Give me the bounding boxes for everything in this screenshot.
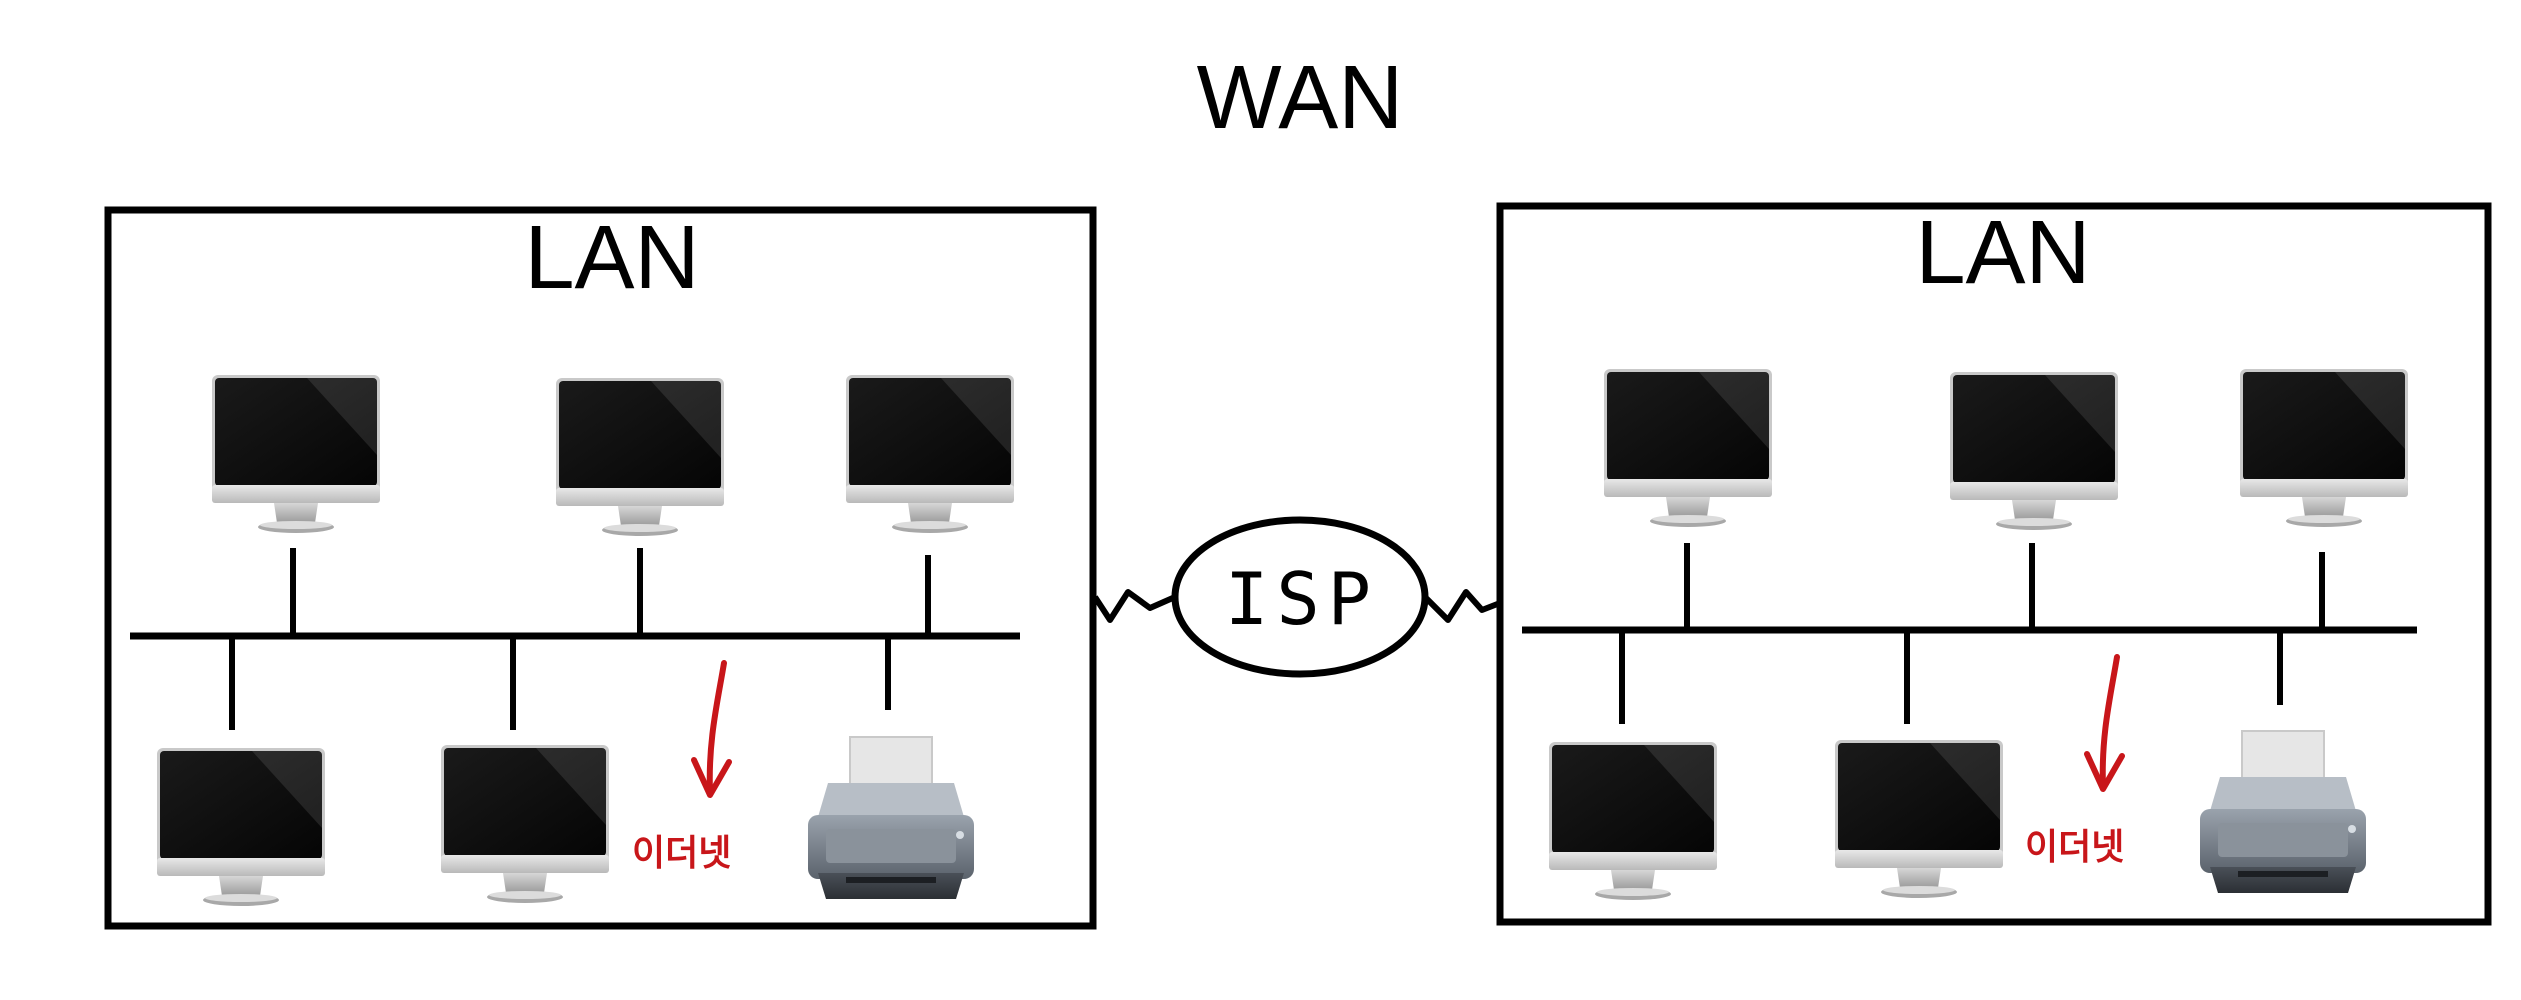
monitor-icon (556, 378, 724, 536)
lan-left: LAN 이더넷 (104, 206, 1097, 930)
wan-link-right (1422, 589, 1502, 623)
ethernet-label: 이더넷 (632, 833, 731, 874)
ethernet-arrowhead-icon (691, 757, 732, 798)
monitor-icon (1950, 372, 2118, 530)
monitor-icon (212, 375, 380, 533)
lan-right-boundary (1496, 202, 2492, 926)
monitor-icon (1549, 742, 1717, 900)
lan-right: LAN 이더넷 (1496, 202, 2492, 926)
isp-label: ISP (1225, 557, 1379, 641)
lan-right-title: LAN (1915, 203, 2090, 303)
monitor-icon (157, 748, 325, 906)
wan-link-left (1092, 589, 1177, 623)
monitor-icon (846, 375, 1014, 533)
monitor-icon (1604, 369, 1772, 527)
ethernet-arrowhead-icon (2084, 751, 2125, 792)
printer-icon (2199, 730, 2367, 894)
monitor-icon (2240, 369, 2408, 527)
ethernet-arrow-icon (2099, 654, 2120, 789)
ethernet-label: 이더넷 (2025, 827, 2124, 868)
monitor-icon (1835, 740, 2003, 898)
monitor-icon (441, 745, 609, 903)
lan-left-boundary (104, 206, 1097, 930)
isp-link: ISP (1092, 516, 1502, 678)
wan-title: WAN (1197, 48, 1404, 148)
ethernet-arrow-icon (706, 660, 727, 795)
printer-icon (807, 736, 975, 900)
lan-left-title: LAN (524, 208, 699, 308)
